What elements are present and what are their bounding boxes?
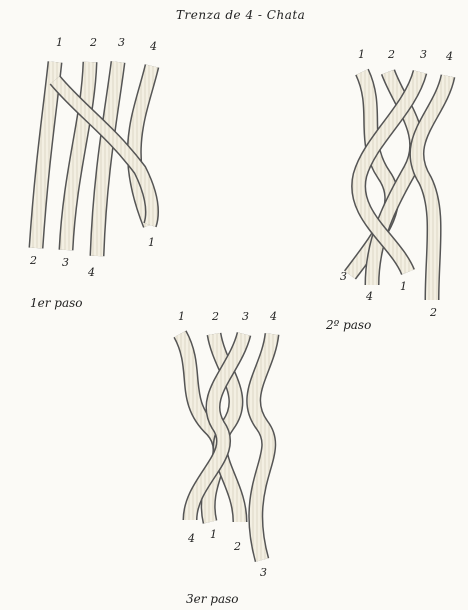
step-3-top-number: 2 [212, 310, 219, 323]
step-1-top-number: 2 [90, 36, 97, 49]
step-2-bottom-number: 1 [400, 280, 407, 293]
step-2-top-number: 3 [420, 48, 427, 61]
step-2-caption: 2º paso [326, 318, 371, 332]
step-1-bottom-number: 3 [62, 256, 69, 269]
step-1-bottom-number: 2 [30, 254, 37, 267]
step-3-bottom-number: 4 [188, 532, 195, 545]
step-1-top-number: 3 [118, 36, 125, 49]
step-2-braid [350, 72, 448, 300]
step-1-top-number: 1 [56, 36, 63, 49]
step-3-bottom-number: 3 [260, 566, 267, 579]
step-1-top-number: 4 [150, 40, 157, 53]
step-1-bottom-number: 4 [88, 266, 95, 279]
step-3-bottom-number: 1 [210, 528, 217, 541]
step-1-braid [36, 62, 152, 256]
step-1-bottom-number: 1 [148, 236, 155, 249]
step-2-top-number: 2 [388, 48, 395, 61]
step-2-top-number: 4 [446, 50, 453, 63]
step-2-top-number: 1 [358, 48, 365, 61]
step-2-bottom-number: 4 [366, 290, 373, 303]
step-3-top-number: 4 [270, 310, 277, 323]
step-3-top-number: 3 [242, 310, 249, 323]
step-3-caption: 3er paso [186, 592, 239, 606]
step-2-bottom-number: 2 [430, 306, 437, 319]
step-3-top-number: 1 [178, 310, 185, 323]
step-3-braid [180, 334, 272, 560]
step-1-caption: 1er paso [30, 296, 83, 310]
step-2-bottom-number: 3 [340, 270, 347, 283]
step-3-bottom-number: 2 [234, 540, 241, 553]
